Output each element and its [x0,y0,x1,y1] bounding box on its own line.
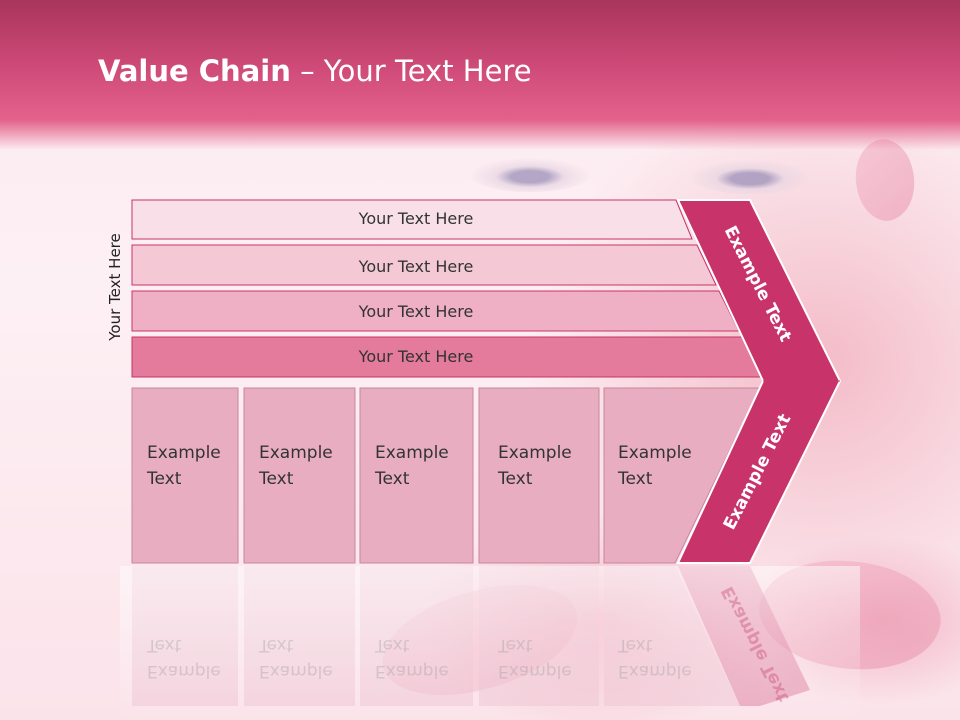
column-5-label-reflection: Example Text [618,632,718,684]
column-2 [243,387,356,564]
band-2-label: Your Text Here [358,257,474,276]
band-2 [131,244,717,286]
column-4-line1-reflection: Example [498,661,572,681]
band-4-label: Your Text Here [358,347,474,366]
eye-left-decoration [470,158,590,192]
column-3-line1: Example [375,443,449,463]
column-5 [603,387,761,564]
column-5-line1: Example [618,443,692,463]
column-3-line2: Text [375,469,410,489]
column-1 [131,387,239,564]
band-1-label: Your Text Here [358,209,474,228]
column-3-line2-reflection: Text [375,635,410,655]
band-3-label: Your Text Here [358,302,474,321]
title-bold: Value Chain [98,54,291,88]
column-1-line2-reflection: Text [147,635,182,655]
header-banner [0,0,960,150]
column-4-label-reflection: Example Text [498,632,598,684]
column-1-line1-reflection: Example [147,661,221,681]
slide-title: Value Chain – Your Text Here [98,54,532,88]
title-rest: – Your Text Here [290,54,532,88]
column-2-line2: Text [259,469,294,489]
column-3 [359,387,474,564]
column-2-label-reflection: Example Text [259,632,359,684]
column-4-line2-reflection: Text [498,635,533,655]
reflection-fade [120,566,860,720]
column-1-label-reflection: Example Text [147,632,247,684]
column-5-line2-reflection: Text [618,635,653,655]
column-2-line2-reflection: Text [259,635,294,655]
eye-right-decoration [690,160,810,194]
column-2-line1-reflection: Example [259,661,333,681]
column-5-line1-reflection: Example [618,661,692,681]
column-1-line2: Text [147,469,182,489]
column-4-line1: Example [498,443,572,463]
column-3-label-reflection: Example Text [375,632,475,684]
column-2-line1: Example [259,443,333,463]
band-1 [131,199,693,240]
column-4 [478,387,600,564]
column-4-line2: Text [498,469,533,489]
column-3-line1-reflection: Example [375,661,449,681]
column-5-line2: Text [618,469,653,489]
column-1-line1: Example [147,443,221,463]
